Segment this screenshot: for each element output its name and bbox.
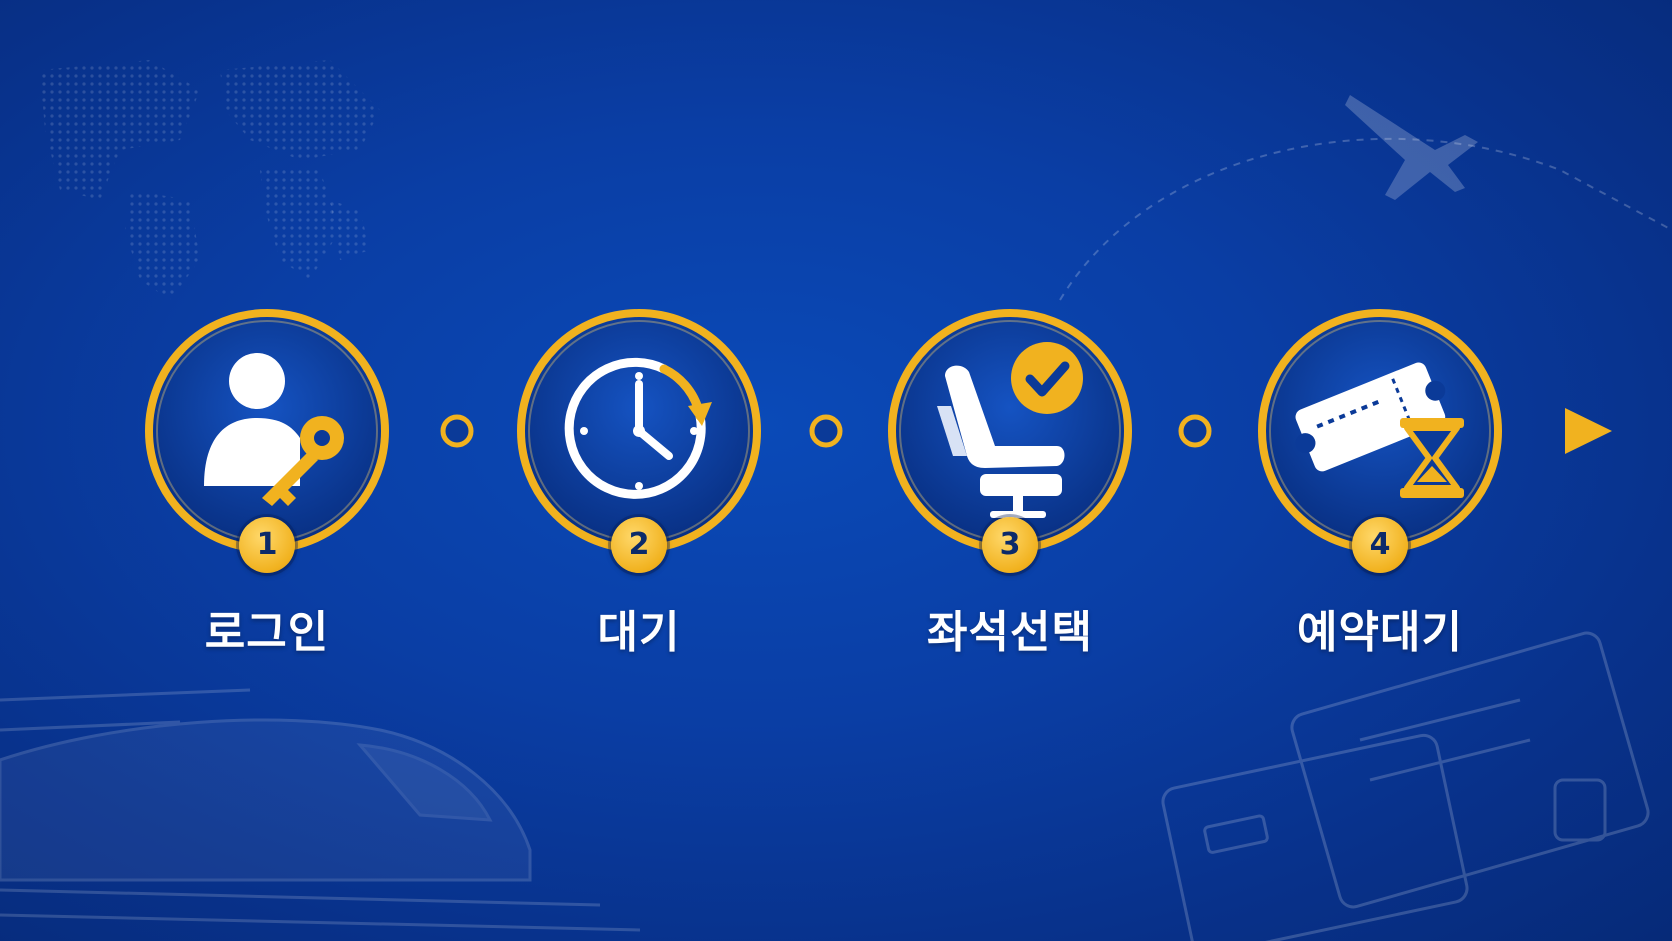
step-circle [1258,309,1502,553]
step-number-badge: 4 [1352,517,1408,573]
step-4: 4 예약대기 [1255,306,1505,658]
step-2: 2 대기 [514,306,764,658]
step-3: 3 좌석선택 [885,306,1135,658]
user-key-icon [204,353,344,506]
world-map-decoration [40,60,380,300]
step-number-badge: 2 [611,517,667,573]
step-label: 좌석선택 [927,607,1093,658]
step-1: 1 로그인 [142,306,392,658]
step-number-badge: 3 [982,517,1038,573]
clock-icon [564,357,712,499]
connector-node [440,414,474,448]
step-circle [517,309,761,553]
seat-check-icon [937,342,1083,518]
step-label: 예약대기 [1297,607,1463,658]
connector-node [1178,414,1212,448]
train-decoration [0,688,641,932]
step-label: 대기 [597,607,681,658]
ticket-hourglass-icon [1295,362,1464,498]
step-label: 로그인 [204,607,330,658]
step-number-badge: 1 [239,517,295,573]
airplane-decoration [1345,95,1478,200]
tickets-decoration [1161,631,1650,941]
step-circle [888,309,1132,553]
arrow-head-icon [1565,408,1612,454]
flight-path-decoration [1059,137,1672,301]
connector-node [809,414,843,448]
